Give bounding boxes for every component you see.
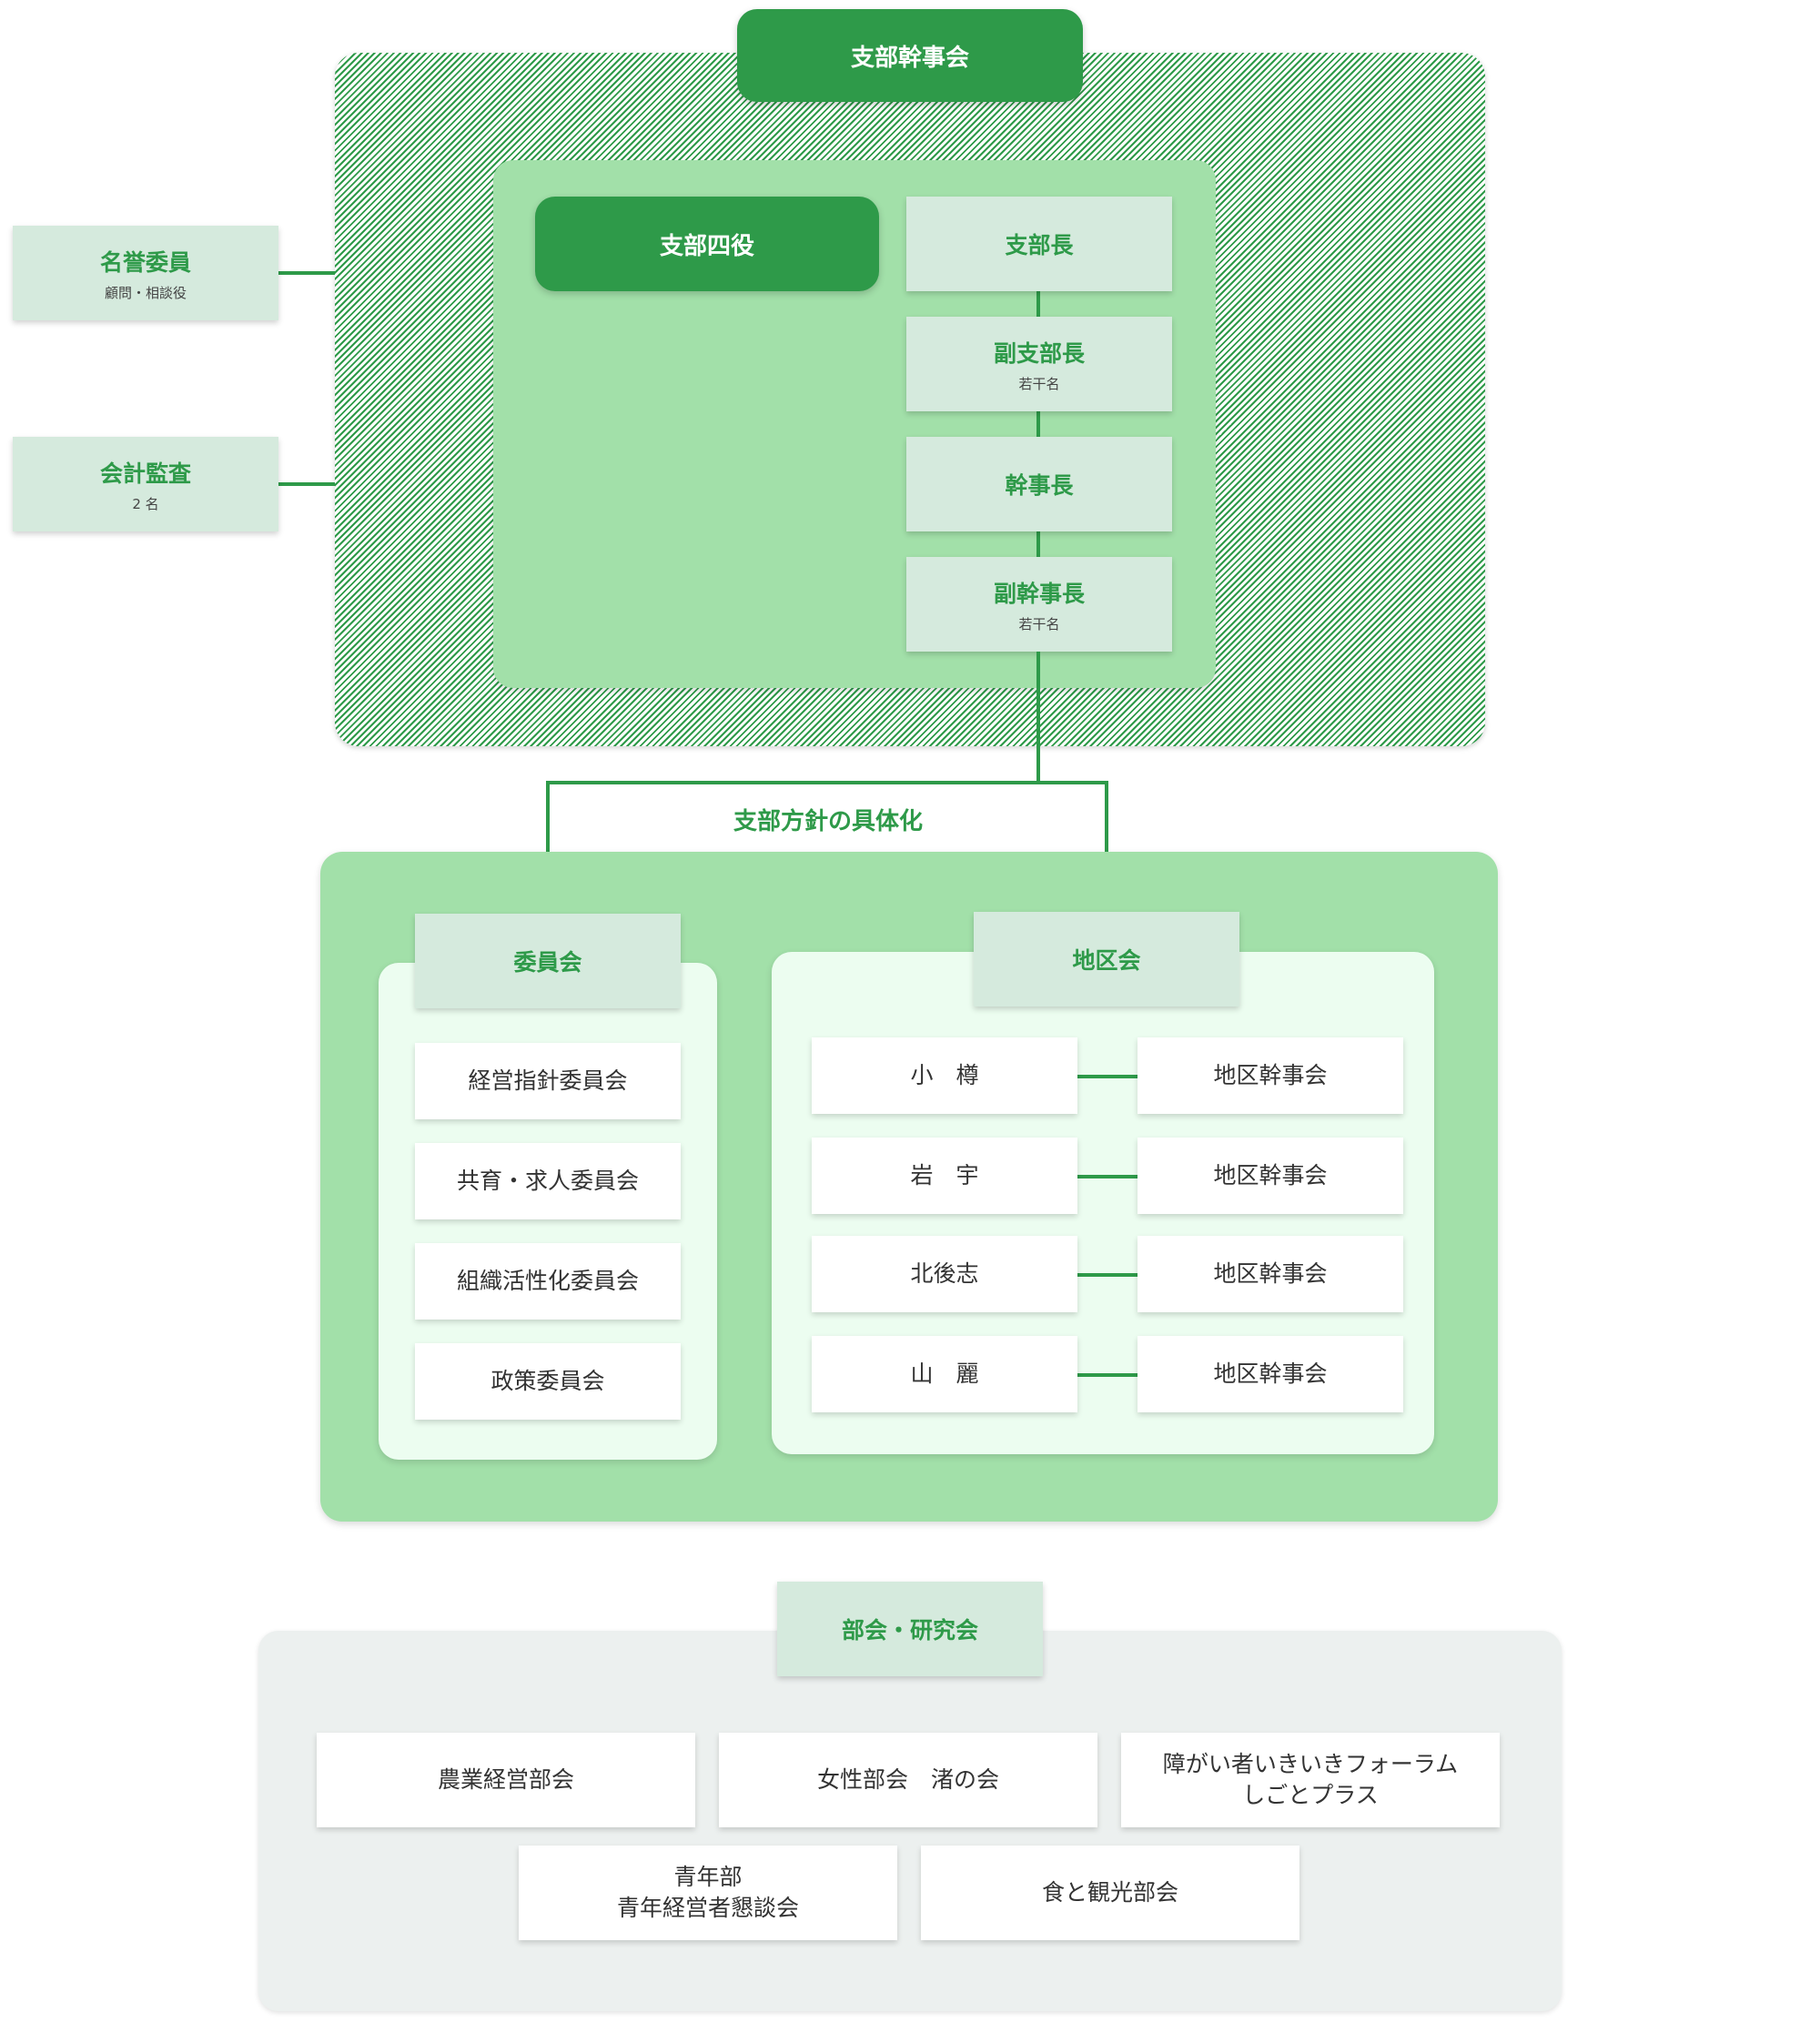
policy-caption: 支部方針の具体化 xyxy=(733,808,923,835)
side-connector-honorary xyxy=(278,271,335,275)
district-council: 地区幹事会 xyxy=(1138,1138,1403,1214)
district-council: 地区幹事会 xyxy=(1138,1037,1403,1114)
section-item: 食と観光部会 xyxy=(921,1846,1299,1940)
executives-group-label: 支部四役 xyxy=(535,197,879,291)
section-line: 青年経営者懇談会 xyxy=(616,1895,799,1921)
districts-title: 地区会 xyxy=(974,912,1239,1006)
role-sub: 若干名 xyxy=(1018,375,1060,392)
role-vice-president: 副支部長 若干名 xyxy=(906,317,1172,411)
committees-title: 委員会 xyxy=(415,914,681,1008)
district-council: 地区幹事会 xyxy=(1138,1236,1403,1312)
district-name: 北後志 xyxy=(812,1236,1077,1312)
role-title: 副支部長 xyxy=(993,339,1085,367)
committee-item: 組織活性化委員会 xyxy=(415,1243,681,1320)
district-connector xyxy=(1077,1373,1138,1377)
policy-left-drop xyxy=(546,781,550,914)
committee-item: 共育・求人委員会 xyxy=(415,1143,681,1219)
committee-item: 経営指針委員会 xyxy=(415,1043,681,1119)
side-connector-audit xyxy=(278,482,335,486)
sections-title: 部会・研究会 xyxy=(777,1582,1043,1676)
roles-connector xyxy=(1036,289,1040,783)
role-vice-secretary-general: 副幹事長 若干名 xyxy=(906,557,1172,652)
section-item: 青年部 青年経営者懇談会 xyxy=(519,1846,897,1940)
side-role-sub: 2 名 xyxy=(132,495,159,512)
section-item: 女性部会 渚の会 xyxy=(719,1733,1097,1827)
section-line: しごとプラス xyxy=(1242,1782,1379,1808)
district-connector xyxy=(1077,1175,1138,1178)
district-connector xyxy=(1077,1273,1138,1277)
district-council: 地区幹事会 xyxy=(1138,1336,1403,1412)
side-role-title: 名誉委員 xyxy=(99,248,191,276)
role-title: 副幹事長 xyxy=(993,580,1085,607)
policy-stem xyxy=(1036,652,1040,783)
role-sub: 若干名 xyxy=(1018,615,1060,632)
side-role-honorary: 名誉委員 顧問・相談役 xyxy=(13,226,278,320)
district-connector xyxy=(1077,1075,1138,1078)
side-role-audit: 会計監査 2 名 xyxy=(13,437,278,531)
district-name: 山 麗 xyxy=(812,1336,1077,1412)
side-role-sub: 顧問・相談役 xyxy=(104,284,187,301)
policy-right-drop xyxy=(1105,781,1108,912)
section-line: 青年部 xyxy=(673,1864,743,1891)
district-name: 岩 宇 xyxy=(812,1138,1077,1214)
section-line: 農業経営部会 xyxy=(437,1766,574,1794)
role-branch-president: 支部長 xyxy=(906,197,1172,291)
role-title: 支部長 xyxy=(1005,232,1074,258)
council-title: 支部幹事会 xyxy=(737,9,1083,102)
district-name: 小 樽 xyxy=(812,1037,1077,1114)
section-item: 農業経営部会 xyxy=(317,1733,695,1827)
section-line: 食と観光部会 xyxy=(1041,1879,1178,1907)
section-item: 障がい者いきいきフォーラム しごとプラス xyxy=(1121,1733,1500,1827)
role-title: 幹事長 xyxy=(1005,472,1074,499)
section-line: 障がい者いきいきフォーラム xyxy=(1162,1751,1459,1778)
committee-item: 政策委員会 xyxy=(415,1343,681,1420)
role-secretary-general: 幹事長 xyxy=(906,437,1172,531)
side-role-title: 会計監査 xyxy=(99,460,191,487)
policy-horizontal xyxy=(546,781,1108,784)
section-line: 女性部会 渚の会 xyxy=(816,1766,999,1794)
